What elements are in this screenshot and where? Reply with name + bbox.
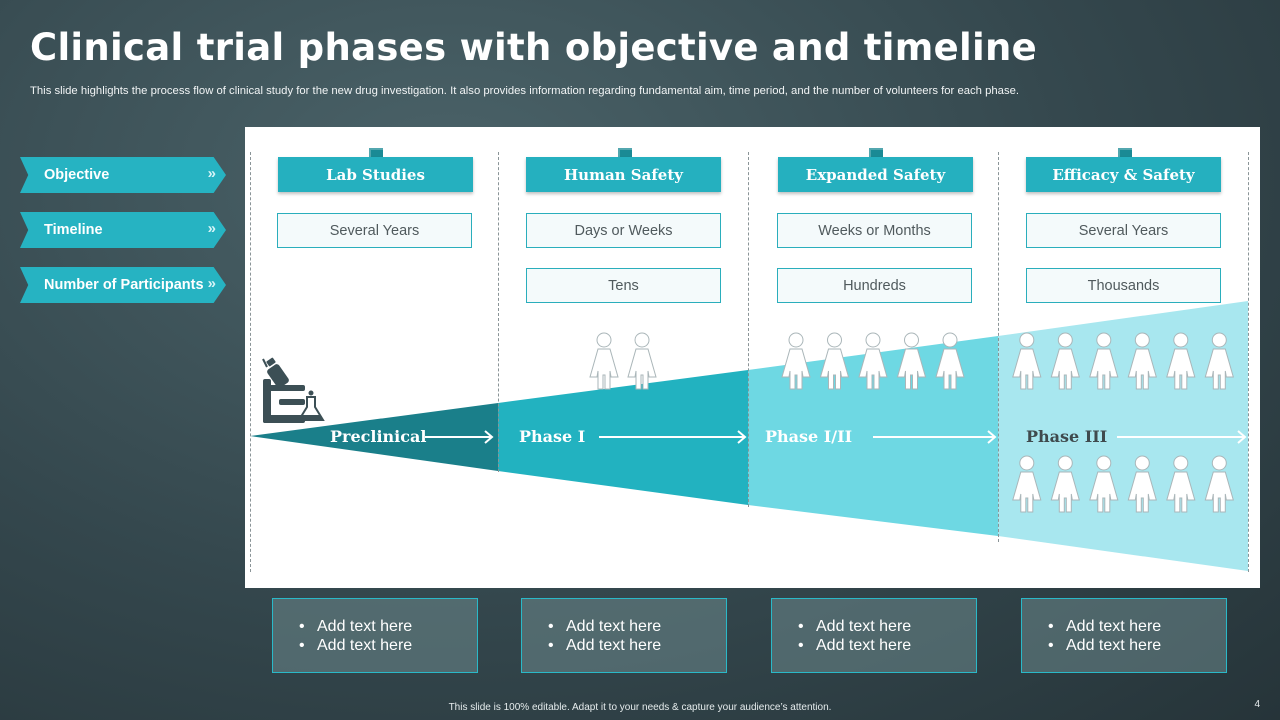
- footer-text: This slide is 100% editable. Adapt it to…: [448, 702, 832, 713]
- row-label-text: Timeline: [44, 222, 103, 238]
- phase-funnel-graphic: [250, 301, 1248, 571]
- phase-label-phase1: Phase I: [519, 427, 586, 446]
- person-icon: [589, 332, 619, 390]
- participants-phase3: Thousands: [1026, 268, 1221, 303]
- phase-diagram-panel: Lab Studies Human Safety Expanded Safety…: [245, 127, 1260, 588]
- objective-human-safety: Human Safety: [526, 157, 721, 192]
- note-box-phase3: Add text here Add text here: [1021, 598, 1227, 673]
- objective-lab-studies: Lab Studies: [278, 157, 473, 192]
- objective-efficacy-safety: Efficacy & Safety: [1026, 157, 1221, 192]
- chevron-right-icon: »: [207, 220, 216, 237]
- timeline-phase3: Several Years: [1026, 213, 1221, 248]
- phase-divider: [1248, 152, 1249, 572]
- note-bullet: Add text here: [299, 617, 477, 636]
- note-bullet: Add text here: [798, 617, 976, 636]
- page-title: Clinical trial phases with objective and…: [30, 26, 1038, 69]
- phase-divider: [748, 152, 749, 507]
- note-bullet: Add text here: [548, 617, 726, 636]
- chevron-right-icon: »: [207, 275, 216, 292]
- flask-icon: [297, 390, 325, 421]
- arrow-right-icon: [425, 430, 494, 444]
- phase-label-preclinical: Preclinical: [330, 427, 427, 446]
- phase-label-phase3: Phase III: [1026, 427, 1108, 446]
- note-box-preclinical: Add text here Add text here: [272, 598, 478, 673]
- note-bullet: Add text here: [548, 636, 726, 655]
- timeline-phase1: Days or Weeks: [526, 213, 721, 248]
- note-box-phase12: Add text here Add text here: [771, 598, 977, 673]
- note-bullet: Add text here: [798, 636, 976, 655]
- phase-label-phase12: Phase I/II: [765, 427, 853, 446]
- arrow-right-icon: [599, 430, 747, 444]
- arrow-right-icon: [1117, 430, 1247, 444]
- page-number: 4: [1254, 699, 1260, 710]
- participants-phase12: Hundreds: [777, 268, 972, 303]
- row-label-text: Objective: [44, 167, 110, 183]
- chevron-right-icon: »: [207, 165, 216, 182]
- row-label-timeline: Timeline »: [20, 212, 226, 248]
- note-bullet: Add text here: [1048, 636, 1226, 655]
- row-label-objective: Objective »: [20, 157, 226, 193]
- timeline-phase12: Weeks or Months: [777, 213, 972, 248]
- participants-phase1: Tens: [526, 268, 721, 303]
- row-label-participants: Number of Participants »: [20, 267, 226, 303]
- timeline-preclinical: Several Years: [277, 213, 472, 248]
- phase-divider: [498, 152, 499, 472]
- row-label-text: Number of Participants: [44, 277, 204, 293]
- page-subtitle: This slide highlights the process flow o…: [30, 85, 1020, 97]
- note-bullet: Add text here: [1048, 617, 1226, 636]
- objective-expanded-safety: Expanded Safety: [778, 157, 973, 192]
- funnel-segment-preclinical: [250, 403, 498, 471]
- microscope-icon: [262, 357, 305, 423]
- phase-divider: [998, 152, 999, 542]
- arrow-right-icon: [873, 430, 997, 444]
- note-box-phase1: Add text here Add text here: [521, 598, 727, 673]
- person-icon: [627, 332, 657, 390]
- phase-divider: [250, 152, 251, 572]
- note-bullet: Add text here: [299, 636, 477, 655]
